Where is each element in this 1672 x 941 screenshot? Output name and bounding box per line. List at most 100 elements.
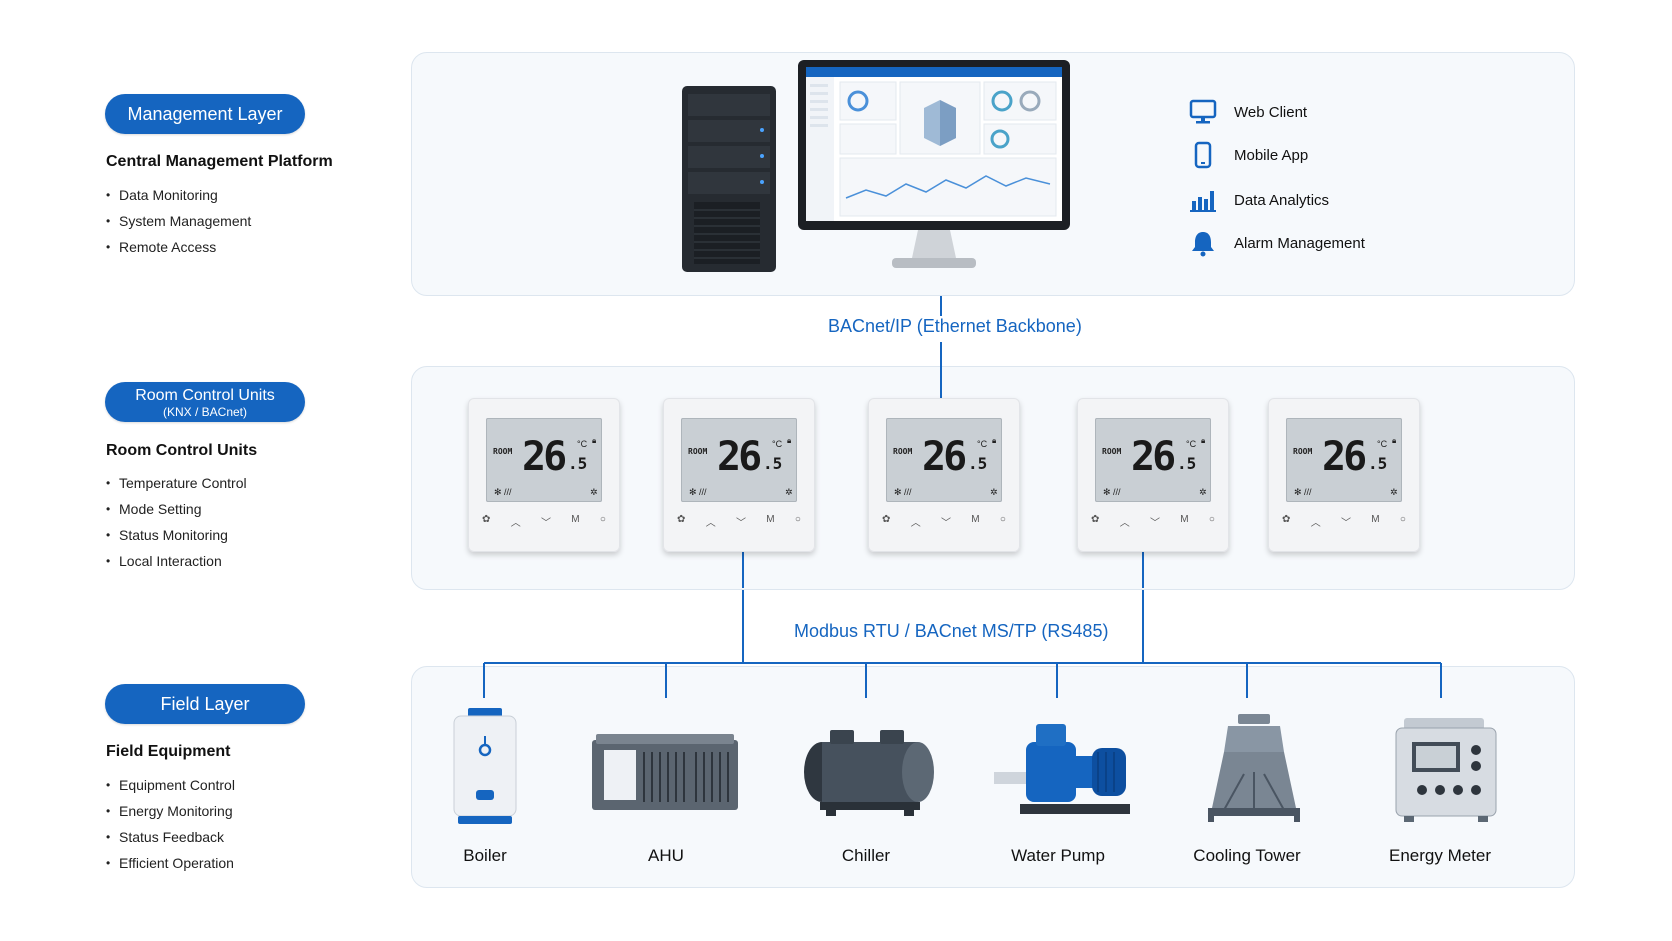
- thermostat-display: ROOM 26 .5 °C 🔒︎ ✻ /// ✲: [1095, 418, 1211, 502]
- thermostat-display: ROOM 26 .5 °C 🔒︎ ✻ /// ✲: [681, 418, 797, 502]
- up-button[interactable]: ︿: [1310, 518, 1321, 529]
- temperature-value: 26: [1131, 434, 1176, 480]
- power-button[interactable]: ○: [1208, 514, 1215, 525]
- room-label: ROOM: [493, 447, 513, 456]
- fan-button[interactable]: ✿: [482, 514, 491, 525]
- list-item: System Management: [106, 208, 251, 234]
- mode-button[interactable]: M: [766, 514, 775, 525]
- power-button[interactable]: ○: [599, 514, 606, 525]
- equipment-label-chiller: Chiller: [841, 846, 891, 865]
- room-label: ROOM: [1102, 447, 1122, 456]
- thermostat-buttons: ✿ ︿ ﹀ M ○: [677, 514, 801, 529]
- up-button[interactable]: ︿: [1119, 518, 1130, 529]
- down-button[interactable]: ﹀: [1149, 518, 1160, 529]
- list-item: Efficient Operation: [106, 850, 235, 876]
- fan-button[interactable]: ✿: [882, 514, 891, 525]
- down-button[interactable]: ﹀: [540, 518, 551, 529]
- mode-button[interactable]: M: [1180, 514, 1189, 525]
- management-title: Central Management Platform: [106, 153, 333, 170]
- room-label: ROOM: [1293, 447, 1313, 456]
- up-button[interactable]: ︿: [910, 518, 921, 529]
- room-label: ROOM: [893, 447, 913, 456]
- list-item: Remote Access: [106, 234, 251, 260]
- feature-alarm-management: Alarm Management: [1188, 227, 1418, 259]
- room-control-pill-label: Room Control Units: [135, 386, 275, 404]
- power-button[interactable]: ○: [1399, 514, 1406, 525]
- mode-button[interactable]: M: [971, 514, 980, 525]
- thermostat-display: ROOM 26 .5 °C 🔒︎ ✻ /// ✲: [486, 418, 602, 502]
- list-item: Local Interaction: [106, 548, 247, 574]
- list-item: Temperature Control: [106, 470, 247, 496]
- fan-icon: ✲: [785, 487, 793, 497]
- bar-chart-icon: [1188, 185, 1218, 215]
- room-control-pill: Room Control Units (KNX / BACnet): [105, 382, 305, 422]
- fieldbus-protocol-label: Modbus RTU / BACnet MS/TP (RS485): [794, 621, 1109, 641]
- management-feature-list: Data Monitoring System Management Remote…: [106, 182, 251, 260]
- power-button[interactable]: ○: [794, 514, 801, 525]
- power-button[interactable]: ○: [999, 514, 1006, 525]
- mode-button[interactable]: M: [571, 514, 580, 525]
- mobile-icon: [1188, 140, 1218, 170]
- down-button[interactable]: ﹀: [1340, 518, 1351, 529]
- lock-icon: 🔒︎: [592, 436, 597, 445]
- temperature-decimal: .5: [568, 454, 588, 473]
- room-thermostat: ROOM 26 .5 °C 🔒︎ ✻ /// ✲ ✿ ︿ ﹀ M ○: [663, 398, 815, 552]
- energy-meter-icon: [1395, 718, 1497, 822]
- room-control-pill-sub: (KNX / BACnet): [162, 404, 248, 419]
- lock-icon: 🔒︎: [1392, 436, 1397, 445]
- backbone-protocol-label: BACnet/IP (Ethernet Backbone): [828, 316, 1082, 336]
- equipment-label-boiler: Boiler: [463, 846, 507, 865]
- up-button[interactable]: ︿: [510, 518, 521, 529]
- fan-icon: ✲: [1199, 487, 1207, 497]
- equipment-label-ahu: AHU: [648, 846, 684, 865]
- temperature-decimal: .5: [968, 454, 988, 473]
- mode-icon: ✻ ///: [1294, 487, 1312, 497]
- temperature-unit: °C: [577, 439, 588, 449]
- lock-icon: 🔒︎: [1201, 436, 1206, 445]
- mode-icon: ✻ ///: [689, 487, 707, 497]
- field-title: Field Equipment: [106, 743, 231, 760]
- fan-icon: ✲: [990, 487, 998, 497]
- server-tower-icon: [682, 86, 776, 272]
- feature-web-client: Web Client: [1188, 96, 1418, 128]
- room-thermostat: ROOM 26 .5 °C 🔒︎ ✻ /// ✲ ✿ ︿ ﹀ M ○: [868, 398, 1020, 552]
- thermostat-buttons: ✿ ︿ ﹀ M ○: [1091, 514, 1215, 529]
- feature-label: Web Client: [1234, 103, 1308, 121]
- up-button[interactable]: ︿: [705, 518, 716, 529]
- thermostat-buttons: ✿ ︿ ﹀ M ○: [482, 514, 606, 529]
- room-control-title: Room Control Units: [106, 442, 258, 459]
- list-item: Status Monitoring: [106, 522, 247, 548]
- temperature-value: 26: [717, 434, 762, 480]
- room-thermostat: ROOM 26 .5 °C 🔒︎ ✻ /// ✲ ✿ ︿ ﹀ M ○: [1268, 398, 1420, 552]
- lock-icon: 🔒︎: [787, 436, 792, 445]
- list-item: Equipment Control: [106, 772, 235, 798]
- water-pump-icon: [994, 724, 1130, 814]
- thermostat-display: ROOM 26 .5 °C 🔒︎ ✻ /// ✲: [886, 418, 1002, 502]
- feature-data-analytics: Data Analytics: [1188, 184, 1418, 216]
- thermostat-buttons: ✿ ︿ ﹀ M ○: [1282, 514, 1406, 529]
- boiler-icon: [453, 708, 517, 824]
- fan-button[interactable]: ✿: [1091, 514, 1100, 525]
- down-button[interactable]: ﹀: [735, 518, 746, 529]
- fan-icon: ✲: [590, 487, 598, 497]
- temperature-decimal: .5: [1177, 454, 1197, 473]
- room-thermostat: ROOM 26 .5 °C 🔒︎ ✻ /// ✲ ✿ ︿ ﹀ M ○: [468, 398, 620, 552]
- thermostat-buttons: ✿ ︿ ﹀ M ○: [882, 514, 1006, 529]
- fan-button[interactable]: ✿: [677, 514, 686, 525]
- down-button[interactable]: ﹀: [940, 518, 951, 529]
- management-layer-pill: Management Layer: [105, 94, 305, 134]
- equipment-label-cooling-tower: Cooling Tower: [1193, 846, 1301, 865]
- fan-button[interactable]: ✿: [1282, 514, 1291, 525]
- list-item: Status Feedback: [106, 824, 235, 850]
- equipment-label-energy-meter: Energy Meter: [1388, 846, 1492, 865]
- temperature-decimal: .5: [763, 454, 783, 473]
- temperature-unit: °C: [977, 439, 988, 449]
- mode-button[interactable]: M: [1371, 514, 1380, 525]
- ahu-icon: [592, 734, 738, 810]
- monitor-dashboard-icon: [798, 60, 1070, 268]
- temperature-decimal: .5: [1368, 454, 1388, 473]
- list-item: Data Monitoring: [106, 182, 251, 208]
- lock-icon: 🔒︎: [992, 436, 997, 445]
- temperature-unit: °C: [1377, 439, 1388, 449]
- temperature-value: 26: [922, 434, 967, 480]
